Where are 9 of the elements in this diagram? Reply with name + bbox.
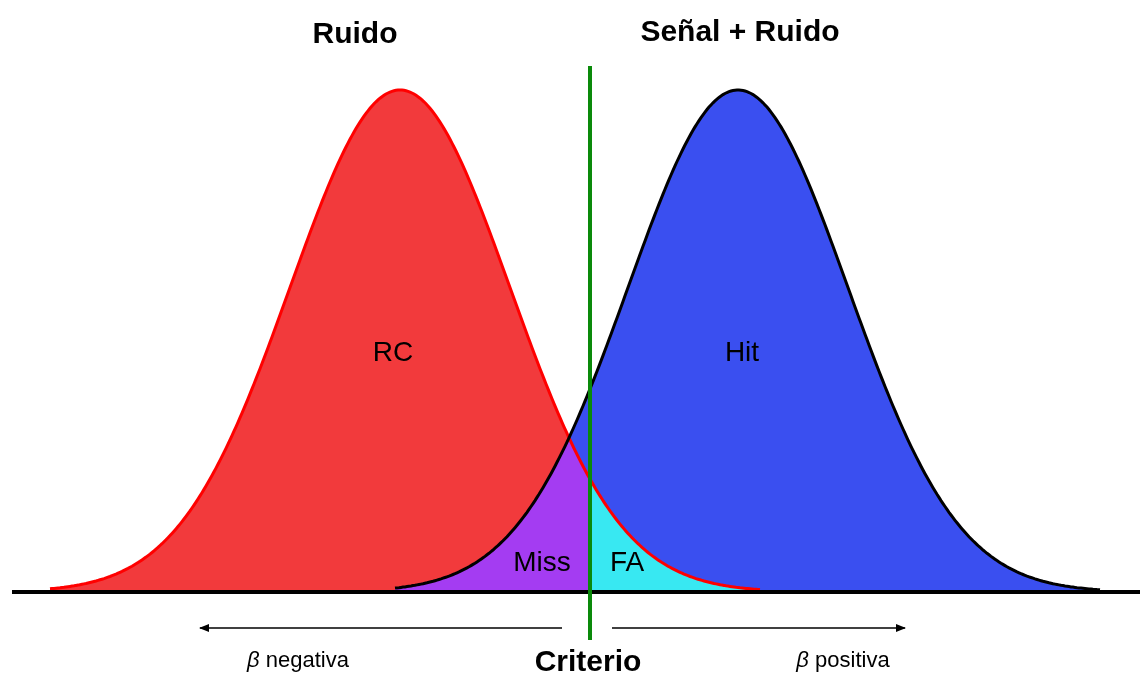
heading: Señal + Ruido	[640, 14, 840, 48]
axis-label: β positiva	[796, 647, 890, 673]
heading: Ruido	[312, 16, 398, 50]
region-label: Miss	[513, 546, 571, 578]
region-label: FA	[609, 546, 645, 578]
axis-label: β negativa	[247, 647, 349, 673]
axis-label: Criterio	[534, 644, 642, 678]
region-label: RC	[372, 336, 414, 368]
region-label: Hit	[724, 336, 760, 368]
